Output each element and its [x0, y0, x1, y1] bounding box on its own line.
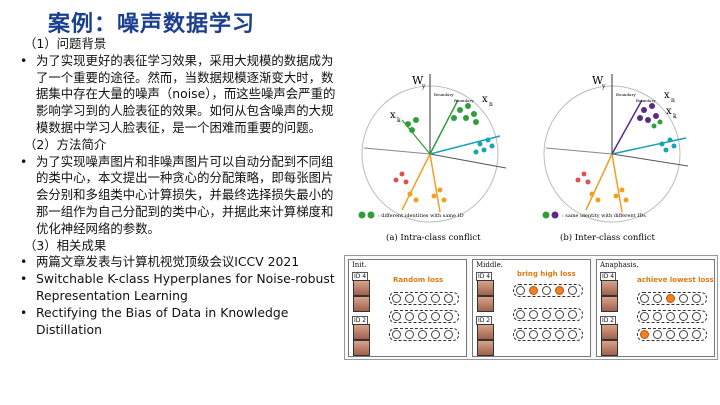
bullet-text: 两篇文章发表与计算机视觉顶级会议ICCV 2021 [36, 254, 300, 270]
red-cluster-a [393, 171, 409, 185]
bullet-method: • 为了实现噪声图片和非噪声图片可以自动分配到不同组的类中心，本文提出一种贪心的分… [14, 154, 344, 238]
loss-label: bring high loss [517, 270, 576, 278]
face-thumbnail [353, 296, 370, 312]
purple-cluster-b [637, 103, 659, 123]
face-thumbnail [601, 296, 618, 312]
center-group [637, 328, 707, 341]
bullet-result-1: • 两篇文章发表与计算机视觉顶级会议ICCV 2021 [14, 254, 344, 271]
bullet-text: 为了实现噪声图片和非噪声图片可以自动分配到不同组的类中心，本文提出一种贪心的分配… [36, 153, 334, 236]
w-label-b: W [592, 74, 604, 87]
boundary-label-b2: Boundary [636, 98, 656, 103]
sub-k-label-a: k [397, 117, 401, 124]
face-thumbnail [477, 280, 494, 296]
section-heading-background: （1）问题背景 [24, 36, 107, 51]
red-cluster-b [575, 171, 591, 185]
legend-dot-green [358, 211, 366, 219]
legend-dot-green [367, 211, 375, 219]
bullet-text: Switchable K-class Hyperplanes for Noise… [36, 271, 335, 303]
loss-label: Random loss [393, 276, 444, 284]
center-group [637, 292, 707, 305]
bullet-background: • 为了实现更好的表征学习效果，采用大规模的数据成为了一个重要的途径。然而，当数据… [14, 53, 344, 137]
training-stages-figure: Init. ID 4 ID 2 Random loss Middle. ID 4… [344, 255, 718, 360]
content-column: （1）问题背景 • 为了实现更好的表征学习效果，采用大规模的数据成为了一个重要的途… [14, 36, 344, 338]
orange-cluster-b [589, 187, 629, 203]
page-title: 案例：噪声数据学习 [48, 12, 256, 37]
bullet-dot: • [20, 271, 28, 287]
teal-cluster-b [659, 137, 677, 153]
section-heading-results: （3）相关成果 [24, 237, 107, 253]
xk-label-a: x [390, 110, 396, 121]
face-thumbnail [477, 340, 494, 356]
center-group [513, 284, 583, 297]
center-group [513, 328, 583, 341]
bullet-text: 为了实现更好的表征学习效果，采用大规模的数据成为了一个重要的途径。然而，当数据规… [36, 52, 336, 135]
center-group [513, 308, 583, 321]
face-thumbnail [601, 340, 618, 356]
panel-middle: Middle. ID 4 ID 2 bring high loss [472, 259, 591, 357]
green-cluster-b [651, 119, 663, 129]
face-thumbnail [601, 280, 618, 296]
loss-label: achieve lowest loss [637, 276, 714, 284]
panel-label: Anaphasis. [600, 261, 639, 269]
intra-class-diagram: W y x n x k Boundary Boundary : differen… [358, 74, 507, 243]
face-thumbnail [477, 324, 494, 340]
sub-k-label-b: k [673, 113, 677, 120]
sub-n-label-b: n [671, 97, 675, 104]
legend-b: : same identity with different IDs [562, 213, 646, 219]
panel-init: Init. ID 4 ID 2 Random loss [348, 259, 467, 357]
caption-b: (b) Inter-class conflict [560, 232, 655, 243]
sub-n-label-a: n [489, 101, 493, 108]
boundary-label-a: Boundary [434, 92, 454, 97]
center-group [389, 292, 459, 305]
boundary-label-b: Boundary [616, 92, 636, 97]
bullet-dot: • [20, 153, 28, 169]
sub-y-label-b: y [601, 83, 606, 90]
bullet-result-3: • Rectifying the Bias of Data in Knowledg… [14, 305, 344, 339]
panel-label: Middle. [476, 261, 503, 269]
inter-class-diagram: W y x n x k Boundary Boundary : same ide… [542, 74, 689, 243]
face-thumbnail [353, 324, 370, 340]
bullet-text: Rectifying the Bias of Data in Knowledge… [36, 304, 289, 337]
bullet-dot: • [20, 254, 28, 270]
green-cluster-a [405, 103, 479, 133]
xk-label-b: x [666, 106, 672, 117]
legend-dot-purple [551, 211, 559, 219]
sub-y-label-a: y [421, 83, 426, 90]
caption-a: (a) Intra-class conflict [386, 232, 481, 243]
xn-label-a: x [482, 94, 488, 105]
boundary-label-a2: Boundary [454, 98, 474, 103]
bullet-dot: • [20, 304, 28, 320]
center-group [637, 310, 707, 323]
bullet-result-2: • Switchable K-class Hyperplanes for Nois… [14, 271, 344, 305]
conflict-diagram: W y x n x k Boundary Boundary : differen… [358, 74, 689, 243]
w-label-a: W [412, 74, 424, 87]
section-heading-method: （2）方法简介 [24, 136, 107, 152]
panel-anaphasis: Anaphasis. ID 4 ID 2 achieve lowest loss [596, 259, 715, 357]
face-thumbnail [601, 324, 618, 340]
legend-a: : different identities with same ID [378, 213, 464, 219]
center-group [389, 310, 459, 323]
bullet-dot: • [20, 52, 28, 68]
face-thumbnail [353, 340, 370, 356]
face-thumbnail [353, 280, 370, 296]
center-group [389, 328, 459, 341]
teal-cluster-a [473, 137, 495, 155]
panel-label: Init. [352, 261, 367, 269]
legend-dot-green [542, 211, 550, 219]
orange-cluster-a [407, 187, 447, 203]
xn-label-b: x [664, 90, 670, 101]
face-thumbnail [477, 296, 494, 312]
